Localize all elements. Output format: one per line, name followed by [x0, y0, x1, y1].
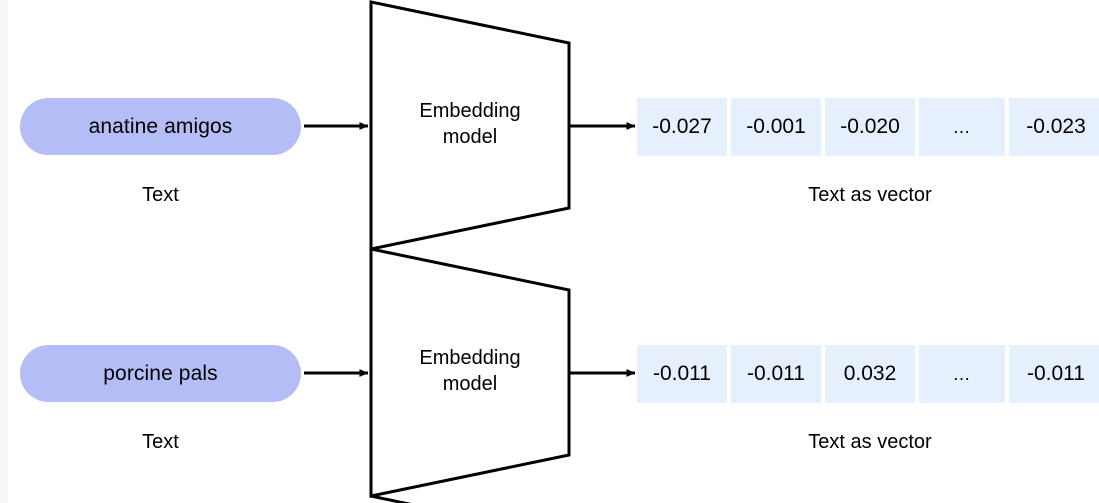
diagram-vector-layer [304, 0, 636, 503]
embedding-model-shape-1 [369, 0, 571, 251]
embedding-model-label-2: Embedding model [380, 345, 560, 398]
input-text-pill-1: anatine amigos [20, 98, 301, 155]
vector-cell: -0.011 [637, 345, 727, 403]
diagram-text-layer: anatine amigos Text Embedding model -0.0… [8, 0, 1099, 503]
vector-cell: -0.023 [1009, 98, 1099, 156]
input-caption-1: Text [142, 184, 179, 206]
input-caption-2: Text [142, 431, 179, 453]
vector-cells-row-2: -0.011 -0.011 0.032 … -0.011 [637, 345, 1099, 403]
embedding-model-label-1: Embedding model [380, 98, 560, 151]
output-caption-1: Text as vector [808, 184, 932, 206]
embedding-model-label-2-line1: Embedding [419, 347, 521, 369]
vector-cell: -0.020 [825, 98, 915, 156]
embedding-model-label-1-line1: Embedding [419, 100, 521, 122]
vector-cell-ellipsis: … [919, 98, 1005, 156]
vector-cell: -0.011 [1009, 345, 1099, 403]
output-caption-2: Text as vector [808, 431, 932, 453]
vector-cells-row-1: -0.027 -0.001 -0.020 … -0.023 [637, 98, 1099, 156]
embedding-model-shape-3-partial [370, 494, 412, 503]
vector-cell-ellipsis: … [919, 345, 1005, 403]
embedding-model-shape-2 [369, 247, 571, 498]
vector-cell: 0.032 [825, 345, 915, 403]
vector-cell: -0.011 [731, 345, 821, 403]
vector-cell: -0.001 [731, 98, 821, 156]
input-text-pill-2: porcine pals [20, 345, 301, 402]
embedding-model-label-2-line2: model [442, 373, 498, 396]
vector-cell: -0.027 [637, 98, 727, 156]
embedding-model-label-1-line2: model [442, 126, 498, 149]
